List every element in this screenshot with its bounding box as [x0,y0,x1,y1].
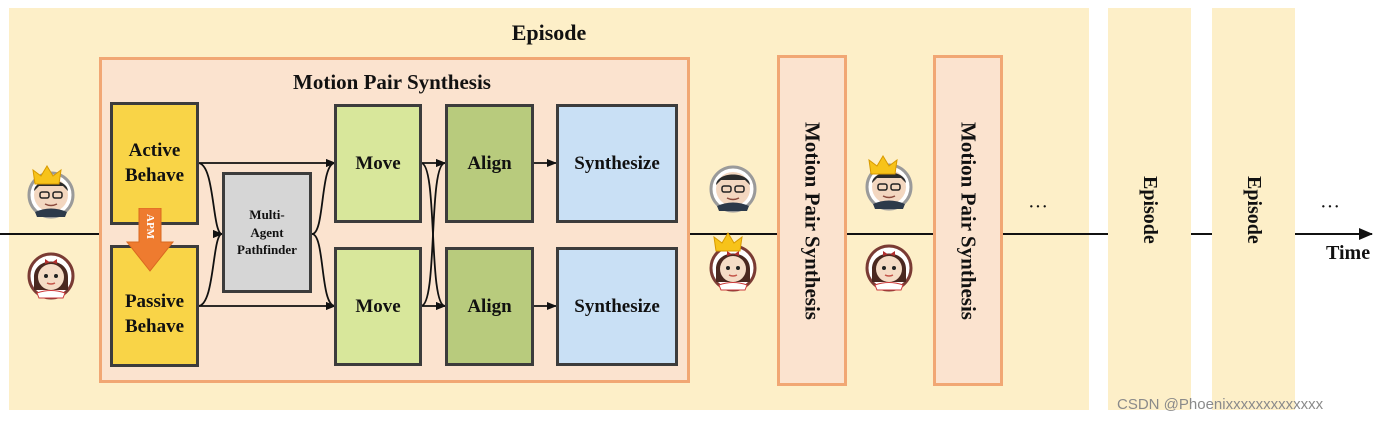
episode-panel-side-1 [1108,8,1191,410]
male-avatar-icon [709,165,757,213]
synthesize-box-bottom: Synthesize [556,247,678,366]
male-avatar-icon [865,163,913,211]
passive-behave-line-2: Behave [124,316,185,337]
female-avatar-icon [865,244,913,292]
crown-icon [713,232,743,252]
align-bottom-label: Align [467,295,512,317]
synthesize-bottom-label: Synthesize [574,295,660,317]
synthesize-top-label: Synthesize [574,152,660,174]
align-synth-connectors [533,159,557,310]
female-avatar-icon [709,244,757,292]
collapsed-mps-block-1: Motion Pair Synthesis [777,55,847,386]
active-behave-line-2: Behave [124,164,185,186]
motion-pair-synthesis-title: Motion Pair Synthesis [293,70,491,94]
side-episode-label-2: Episode [1243,176,1265,244]
ellipsis-2: ··· [1320,196,1340,218]
move-align-connectors [420,159,446,310]
episode-panel-side-2 [1212,8,1295,410]
collapsed-mps-block-2: Motion Pair Synthesis [933,55,1003,386]
move-box-bottom: Move [334,247,422,366]
active-behave-line-1: Active [128,139,181,161]
episode-title: Episode [511,20,587,45]
crown-icon [32,165,62,185]
male-avatar-icon [27,171,75,219]
multi-agent-pathfinder-box: Multi- Agent Pathfinder [222,172,312,293]
pathfinder-line-2: Agent [250,224,284,240]
crown-icon [868,155,898,175]
move-bottom-label: Move [355,295,401,317]
female-avatar-icon [27,252,75,300]
watermark: CSDN @Phoenixxxxxxxxxxxxx [1117,396,1324,413]
passive-behave-line-1: Passive [124,291,185,313]
move-top-label: Move [355,152,401,174]
collapsed-mps-label-1: Motion Pair Synthesis [800,121,825,320]
pathfinder-line-1: Multi- [249,207,285,223]
move-box-top: Move [334,104,422,223]
time-label: Time [1326,242,1371,264]
apm-arrow: APM [125,207,175,272]
pathfinder-line-3: Pathfinder [237,242,297,258]
side-episode-label-1: Episode [1139,176,1161,244]
collapsed-mps-label-2: Motion Pair Synthesis [956,121,981,320]
apm-label: APM [144,214,156,240]
align-box-bottom: Align [445,247,534,366]
ellipsis-1: ··· [1028,196,1048,218]
behave-connectors [197,159,336,310]
apm-arrow-shape [125,207,175,272]
align-box-top: Align [445,104,534,223]
align-top-label: Align [467,152,512,174]
synthesize-box-top: Synthesize [556,104,678,223]
active-behave-box: Active Behave [110,102,199,225]
